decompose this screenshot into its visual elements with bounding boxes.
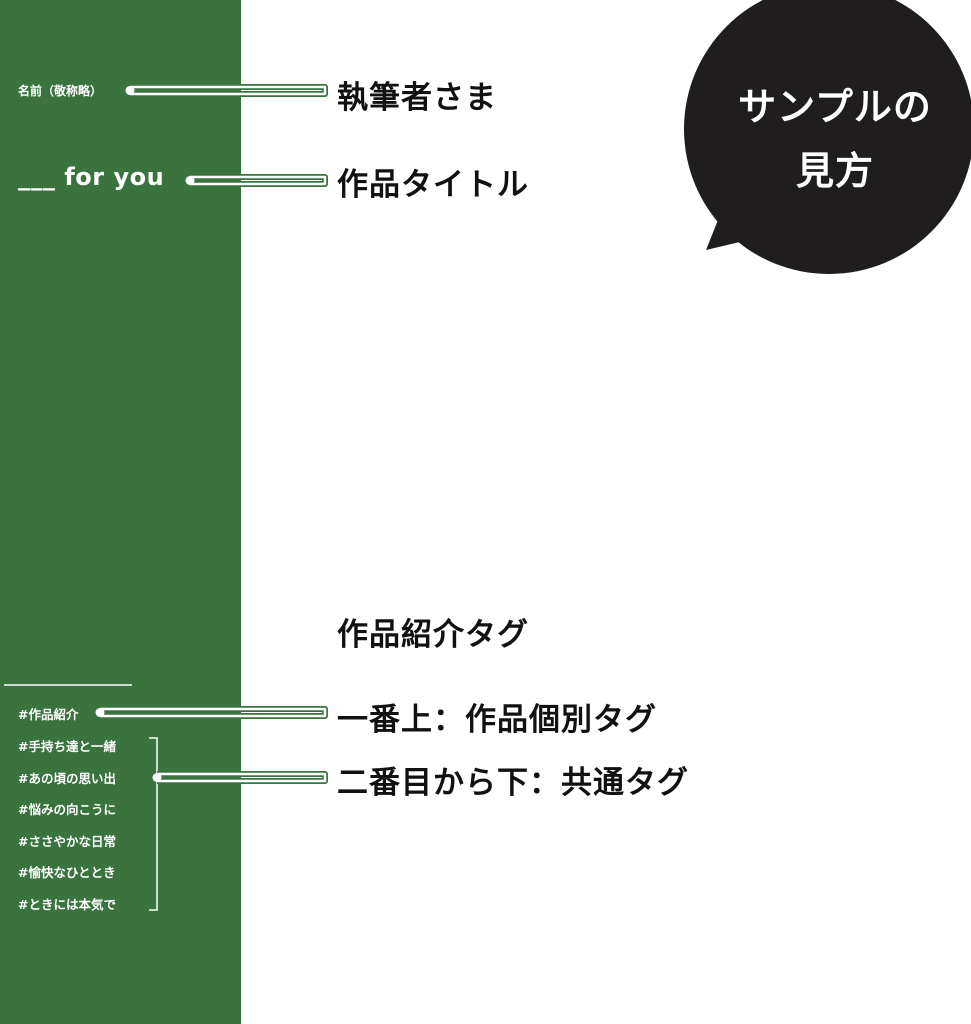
tag-item: #手持ち達と一緒 (18, 739, 116, 754)
author-connector-dot (125, 86, 135, 95)
top-tag-label: 一番上：作品個別タグ (337, 702, 657, 738)
speech-bubble-circle (684, 0, 971, 274)
bubble-title-line1: サンプルの (738, 85, 932, 129)
author-placeholder: 名前（敬称略） (18, 84, 103, 98)
title-placeholder: ___ for you (18, 163, 165, 191)
top-tag-connector (95, 706, 328, 719)
author-connector (125, 84, 328, 97)
title-connector-dot (185, 176, 195, 185)
bubble-title-line2: 見方 (795, 149, 874, 193)
common-tags-connector (152, 771, 328, 784)
title-label: 作品タイトル (337, 167, 529, 203)
speech-bubble (684, 0, 971, 274)
other-tags-label: 二番目から下：共通タグ (337, 765, 689, 801)
tag-item: #ときには本気で (18, 897, 116, 912)
tag-item: #愉快なひととき (18, 865, 116, 880)
tag-item: #あの頃の思い出 (18, 771, 116, 786)
tags-heading: 作品紹介タグ (337, 617, 529, 653)
top-tag-connector-dot (95, 708, 105, 717)
author-label: 執筆者さま (337, 80, 497, 116)
title-connector (185, 174, 328, 187)
speech-bubble-tail (706, 195, 778, 250)
tag-item: #悩みの向こうに (18, 802, 116, 817)
tag-item: #ささやかな日常 (18, 834, 116, 849)
tag-item-individual: #作品紹介 (18, 707, 79, 722)
green-sidebar (0, 0, 241, 1024)
common-tags-connector-dot (152, 773, 162, 782)
common-tags-bracket (149, 737, 158, 911)
